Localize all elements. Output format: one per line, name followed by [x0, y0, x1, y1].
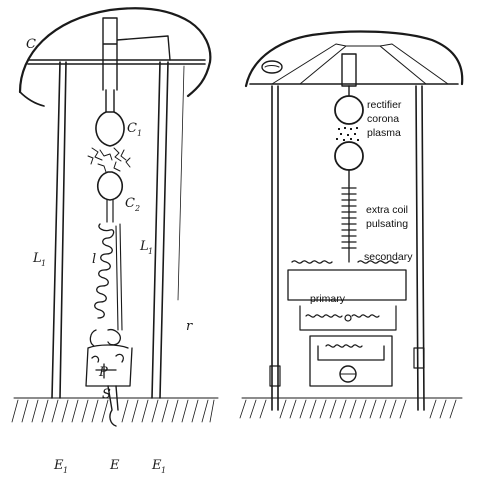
left-center-stem — [105, 89, 115, 113]
label-e1-left-sub: 1 — [63, 466, 68, 475]
label-l1-right: L — [139, 239, 149, 254]
right-canopy-badge — [261, 60, 283, 74]
left-thin-wire — [177, 65, 185, 301]
left-coil-l — [94, 223, 115, 319]
right-inductor-box — [309, 335, 393, 387]
label-e: E — [109, 458, 120, 473]
left-ground — [11, 397, 219, 423]
label-l1-left: L — [32, 251, 42, 266]
left-capacitor-c1 — [95, 111, 125, 147]
label-l1-left-sub: 1 — [41, 259, 46, 268]
right-plasma-sphere — [334, 141, 364, 171]
right-extra-coil — [341, 185, 357, 263]
right-top-insulator — [341, 53, 357, 87]
label-c2: C — [125, 196, 135, 211]
right-corona-dots — [336, 127, 359, 141]
label-c1: C — [127, 121, 137, 136]
right-badge-mark — [264, 65, 280, 68]
label-e1-right-sub: 1 — [161, 466, 166, 475]
label-e1-left: E — [53, 458, 64, 473]
left-canopy-dome — [18, 7, 212, 98]
label-corona: corona — [367, 113, 399, 125]
label-s: S — [102, 387, 111, 402]
left-pillar-right — [151, 61, 169, 399]
label-c1-sub: 1 — [137, 129, 142, 138]
right-pillar-right — [413, 85, 425, 411]
left-diagram: C C 1 C 2 L 1 L 1 l S P r E 1 E E 1 — [11, 7, 219, 475]
left-capacitor-c2 — [96, 171, 124, 201]
left-spark-discharge — [87, 147, 131, 173]
right-secondary-frame — [287, 260, 407, 301]
label-rectifier: rectifier — [367, 99, 402, 111]
label-l1-right-sub: 1 — [148, 247, 153, 256]
right-rectifier-sphere — [334, 95, 364, 125]
right-ground — [239, 397, 463, 419]
label-p: P — [98, 365, 108, 380]
right-canopy-struts — [271, 43, 449, 85]
left-coil-right-wire — [115, 223, 123, 331]
label-r: r — [186, 319, 193, 334]
label-primary: primary — [310, 293, 346, 305]
label-pulsating: pulsating — [366, 218, 408, 230]
right-diagram: rectifier corona plasma extra coil pulsa… — [239, 30, 464, 419]
left-bottom-apparatus — [85, 328, 133, 387]
left-neck — [106, 199, 114, 223]
label-c2-sub: 2 — [134, 204, 140, 213]
right-spark-gap — [344, 314, 352, 322]
left-top-fitting — [102, 17, 171, 91]
label-e1-right: E — [151, 458, 162, 473]
right-canopy-dome — [244, 30, 464, 88]
label-plasma: plasma — [367, 127, 401, 139]
right-primary-coil — [299, 305, 397, 331]
left-canopy-tail — [19, 91, 45, 107]
left-pillar-left — [51, 61, 67, 399]
label-c: C — [26, 37, 36, 52]
label-extra-coil: extra coil — [366, 204, 408, 216]
label-secondary: secondary — [364, 251, 413, 263]
right-pillar-left — [269, 85, 281, 411]
label-l: l — [92, 252, 96, 267]
